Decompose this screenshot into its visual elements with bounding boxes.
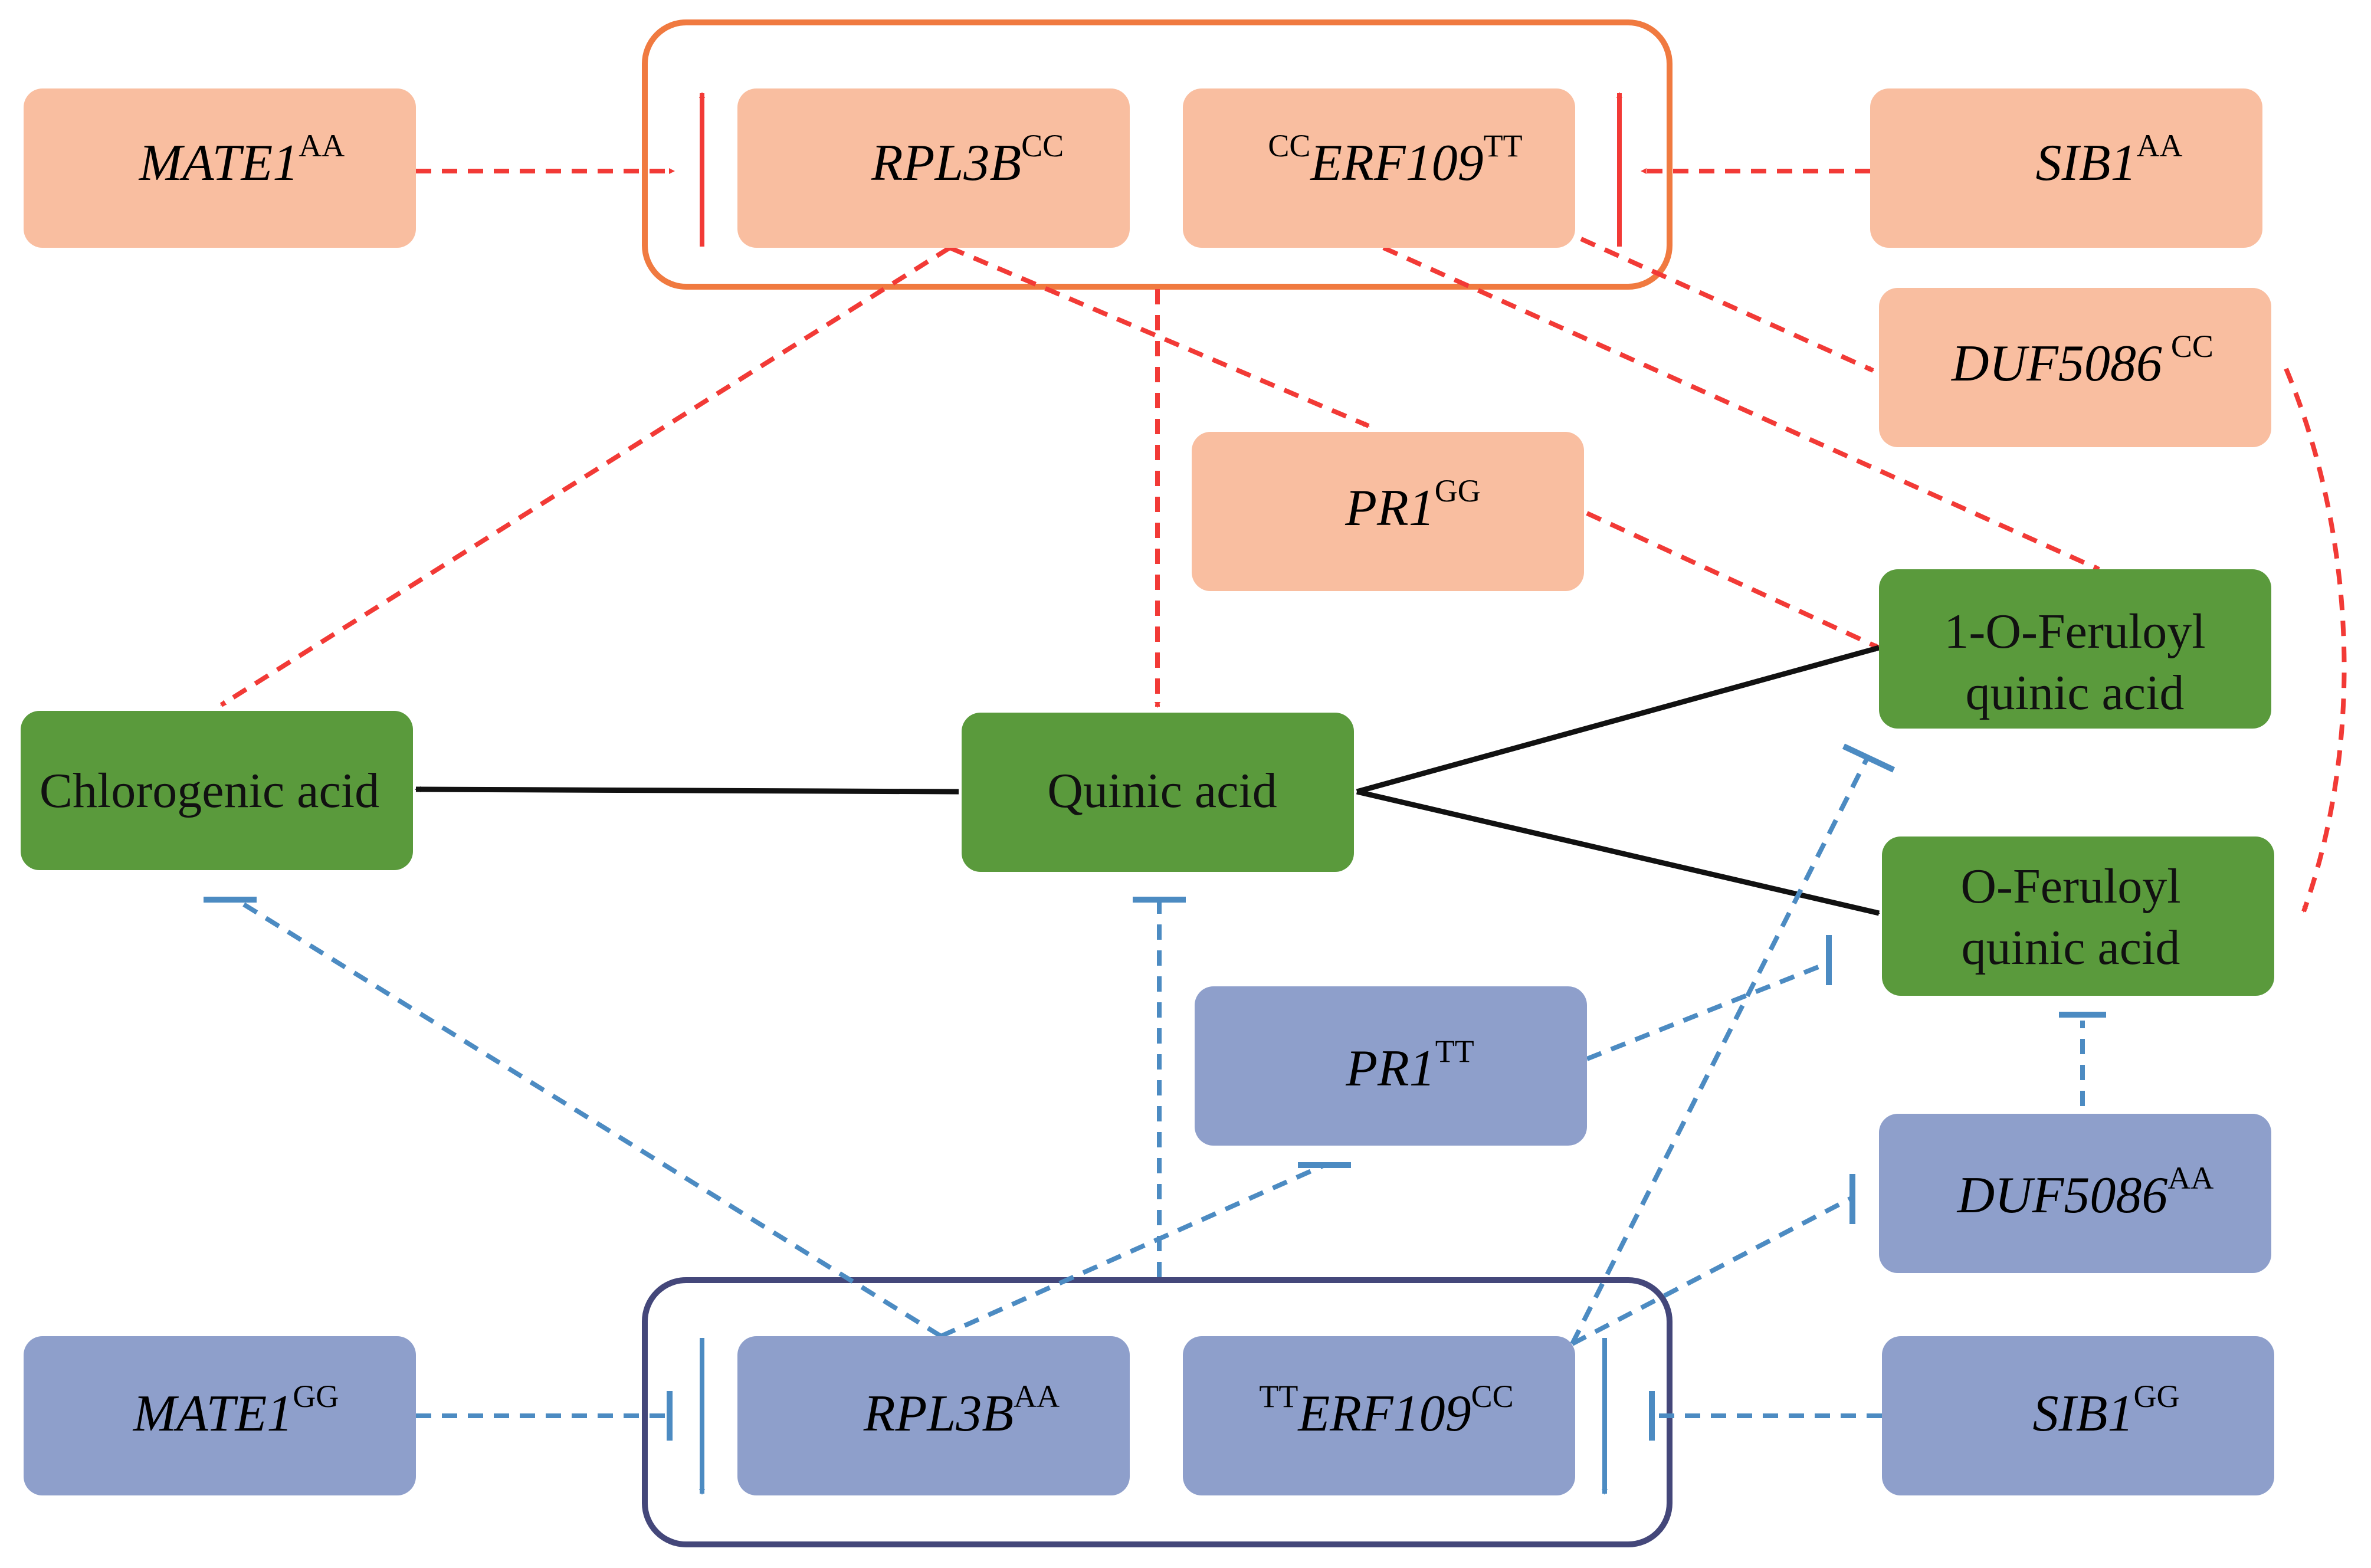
edge-erf109-to-1o-feruloyl [1382, 245, 2100, 572]
gene-node-mate1-gg: MATE1GG [24, 1336, 416, 1495]
gene-node-mate1-aa: MATE1AA [24, 88, 416, 248]
edge-pr1-to-1o-feruloyl [1586, 511, 1880, 650]
svg-text:Quinic acid: Quinic acid [1047, 763, 1277, 818]
svg-text:PR1GG: PR1GG [1344, 473, 1481, 537]
edge-pr1-tt-inhibits-o-feruloyl [1586, 960, 1830, 1061]
edge-rpl3b-aa-inhibits-chlorogenic [237, 899, 943, 1339]
svg-text:TTERF109CC: TTERF109CC [1259, 1379, 1513, 1442]
edge-rpl3b-to-chlorogenic [219, 245, 952, 707]
gene-node-sib1-gg: SIB1GG [1882, 1336, 2274, 1495]
edge-duf5086-to-o-feruloyl [2284, 368, 2347, 913]
svg-text:PR1TT: PR1TT [1345, 1034, 1474, 1097]
metabolite-node-1-o-feruloyl-quinic-acid: 1-O-Feruloyl quinic acid [1879, 569, 2271, 729]
gene-node-pr1-tt: PR1TT [1195, 986, 1587, 1146]
svg-text:RPL3BCC: RPL3BCC [871, 128, 1064, 192]
svg-text:Chlorogenic acid: Chlorogenic acid [40, 763, 379, 818]
metabolite-node-o-feruloyl-quinic-acid: O-Feruloyl quinic acid [1882, 837, 2274, 996]
metabolite-node-chlorogenic-acid: Chlorogenic acid [21, 711, 413, 870]
down-regulated-group-frame [642, 1277, 1673, 1547]
svg-text:SIB1GG: SIB1GG [2032, 1379, 2179, 1442]
gene-node-sib1-aa: SIB1AA [1870, 88, 2262, 248]
gene-node-rpl3b-cc: RPL3BCC [737, 88, 1130, 248]
svg-text:DUF5086AA: DUF5086AA [1957, 1160, 2214, 1224]
svg-text:quinic acid: quinic acid [1962, 920, 2180, 975]
gene-node-duf5086-aa: DUF5086AA [1879, 1114, 2271, 1273]
svg-text:MATE1AA: MATE1AA [138, 128, 345, 192]
flux-quinic-to-o-feruloyl [1356, 789, 1880, 916]
flux-quinic-to-1o-feruloyl [1356, 645, 1880, 795]
edge-erf109-to-duf5086 [1580, 237, 1874, 373]
svg-text:RPL3BAA: RPL3BAA [863, 1379, 1060, 1442]
edge-erf109-inhibits-1o-feruloyl [1570, 757, 1870, 1345]
svg-text:1-O-Feruloyl: 1-O-Feruloyl [1944, 604, 2205, 659]
edge-erf109-inhibits-duf5086 [1571, 1195, 1854, 1346]
svg-text:O-Feruloyl: O-Feruloyl [1960, 859, 2180, 914]
flux-quinic-to-chlorogenic [415, 786, 959, 795]
svg-text:CCERF109TT: CCERF109TT [1268, 128, 1522, 192]
up-regulated-group-frame [642, 19, 1673, 290]
inhibit-bar-1o-feruloyl [1842, 743, 1896, 773]
svg-text:quinic acid: quinic acid [1966, 665, 2185, 720]
edge-rpl3b-aa-inhibits-pr1 [940, 1163, 1326, 1339]
gene-node-erf109-cc-tt: CCERF109TT [1183, 88, 1575, 248]
gene-node-rpl3b-aa: RPL3BAA [737, 1336, 1130, 1495]
gene-node-erf109-tt-cc: TTERF109CC [1183, 1336, 1575, 1495]
svg-text:MATE1GG: MATE1GG [132, 1379, 339, 1442]
svg-text:SIB1AA: SIB1AA [2035, 128, 2182, 192]
gene-node-pr1-gg: PR1GG [1192, 432, 1584, 591]
metabolite-node-quinic-acid: Quinic acid [962, 713, 1354, 872]
